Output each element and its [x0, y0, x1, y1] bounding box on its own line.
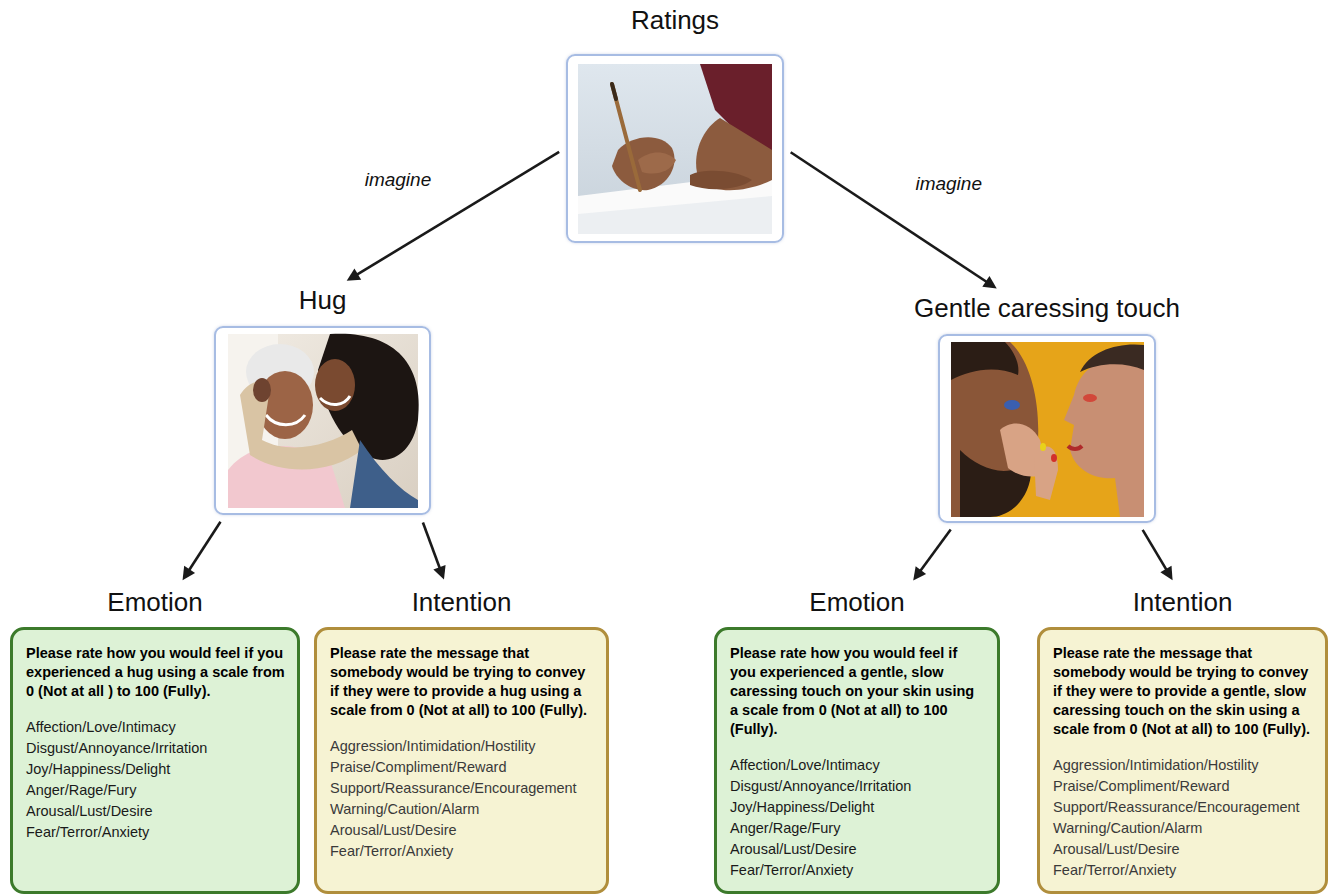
connector-line [791, 152, 988, 282]
rating-item: Support/Reassurance/Encouragement [1053, 797, 1313, 818]
question-card: Please rate how you would feel if you ex… [10, 627, 300, 894]
question-card: Please rate how you would feel if you ex… [714, 627, 1000, 894]
rating-item: Support/Reassurance/Encouragement [330, 778, 594, 799]
node-heading: Hug [173, 285, 473, 315]
rating-item: Arousal/Lust/Desire [26, 801, 285, 822]
rating-card-node: EmotionPlease rate how you would feel if… [714, 587, 1000, 894]
connector-line [1143, 530, 1167, 571]
rating-card-node: IntentionPlease rate the message that so… [1037, 587, 1328, 894]
arrowhead [1160, 566, 1172, 580]
hug-photo [216, 328, 429, 513]
arrowhead [913, 566, 926, 580]
connector-line [423, 523, 440, 570]
rating-item: Joy/Happiness/Delight [26, 759, 285, 780]
rating-item: Fear/Terror/Anxiety [1053, 860, 1313, 881]
rating-item: Affection/Love/Intimacy [730, 755, 985, 776]
edge-label: imagine [362, 169, 435, 191]
question-text: Please rate how you would feel if you ex… [730, 644, 985, 739]
connector-arrow [423, 523, 446, 580]
image-frame [938, 334, 1156, 523]
connector-line [920, 529, 951, 571]
edge-label: imagine [912, 173, 985, 195]
rating-item: Arousal/Lust/Desire [730, 839, 985, 860]
node-heading: Intention [1037, 587, 1328, 617]
rating-item: Warning/Caution/Alarm [330, 799, 594, 820]
arrowhead [433, 565, 445, 579]
image-node: Gentle caressing touch [938, 293, 1156, 523]
rating-item: Praise/Compliment/Reward [1053, 776, 1313, 797]
rating-item: Arousal/Lust/Desire [1053, 839, 1313, 860]
rating-item: Aggression/Intimidation/Hostility [1053, 755, 1313, 776]
connector-arrow [347, 152, 559, 281]
writing-photo [568, 56, 782, 241]
node-heading: Ratings [525, 5, 825, 35]
question-text: Please rate the message that somebody wo… [330, 644, 594, 720]
image-node: Ratings [566, 5, 784, 243]
rating-item: Disgust/Annoyance/Irritation [26, 738, 285, 759]
node-heading: Gentle caressing touch [847, 293, 1247, 323]
connector-line [189, 522, 221, 571]
arrowhead [183, 566, 196, 580]
node-heading: Emotion [10, 587, 300, 617]
rating-item: Fear/Terror/Anxiety [330, 841, 594, 862]
image-node: Hug [214, 285, 431, 515]
node-heading: Emotion [714, 587, 1000, 617]
question-text: Please rate the message that somebody wo… [1053, 644, 1313, 739]
rating-item: Anger/Rage/Fury [26, 780, 285, 801]
connector-line [356, 152, 559, 275]
rating-item: Praise/Compliment/Reward [330, 757, 594, 778]
connector-arrow [183, 522, 221, 581]
image-frame [566, 54, 784, 243]
connector-arrow [791, 152, 997, 288]
rating-item: Affection/Love/Intimacy [26, 717, 285, 738]
rating-item: Aggression/Intimidation/Hostility [330, 736, 594, 757]
image-frame [214, 326, 431, 515]
rating-card-node: EmotionPlease rate how you would feel if… [10, 587, 300, 894]
question-text: Please rate how you would feel if you ex… [26, 644, 285, 701]
arrowhead [347, 269, 361, 281]
connector-arrow [913, 529, 950, 580]
node-heading: Intention [314, 587, 609, 617]
rating-item: Joy/Happiness/Delight [730, 797, 985, 818]
touch-photo [940, 336, 1154, 521]
question-card: Please rate the message that somebody wo… [1037, 627, 1328, 894]
connector-arrow [1143, 530, 1173, 580]
rating-item: Anger/Rage/Fury [730, 818, 985, 839]
rating-item: Arousal/Lust/Desire [330, 820, 594, 841]
rating-item: Fear/Terror/Anxiety [730, 860, 985, 881]
rating-card-node: IntentionPlease rate the message that so… [314, 587, 609, 894]
question-card: Please rate the message that somebody wo… [314, 627, 609, 894]
arrowhead [982, 276, 996, 289]
rating-item: Warning/Caution/Alarm [1053, 818, 1313, 839]
rating-item: Fear/Terror/Anxiety [26, 822, 285, 843]
rating-item: Disgust/Annoyance/Irritation [730, 776, 985, 797]
